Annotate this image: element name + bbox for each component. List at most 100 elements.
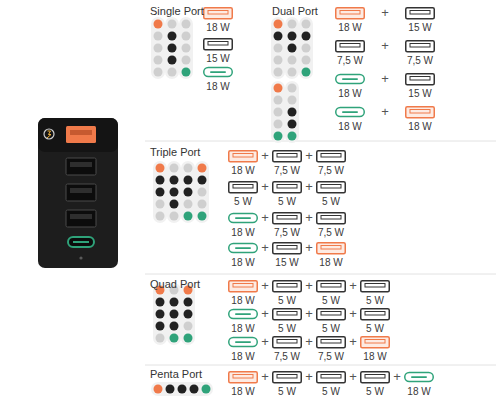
indicator-dot [274, 20, 283, 29]
usb-a-icon [361, 309, 390, 320]
indicator-dot [178, 385, 187, 394]
indicator-dot [274, 132, 283, 141]
icon-outline [229, 244, 258, 253]
icon-outline [229, 281, 258, 292]
indicator-dot [156, 322, 165, 331]
indicator-dot [170, 188, 179, 197]
icon-tongue [365, 375, 385, 379]
indicator-dot [198, 200, 207, 209]
icon-outline [317, 243, 346, 254]
icon-tongue [340, 11, 360, 15]
indicator-dot [184, 176, 193, 185]
icon-tongue [321, 246, 341, 250]
power-label: 7,5 W [398, 55, 442, 67]
indicator-dot [182, 44, 191, 53]
indicator-dot [198, 188, 207, 197]
usb-a-port [66, 184, 96, 201]
indicator-dot [202, 385, 211, 394]
indicator-dot [288, 68, 297, 77]
port-indicator [181, 283, 195, 345]
plus-sign: + [377, 71, 393, 87]
indicator-dot [156, 212, 165, 221]
icon-outline [204, 68, 233, 77]
plus-sign: + [301, 240, 317, 256]
indicator-pill [167, 161, 181, 223]
indicator-dot [288, 132, 297, 141]
icon-outline [204, 8, 233, 19]
indicator-dot [302, 68, 311, 77]
power-label: 18 W [221, 295, 265, 307]
plus-sign: + [301, 179, 317, 195]
usb-a-icon [406, 41, 435, 52]
charger-body [38, 118, 118, 268]
plus-sign: + [345, 334, 361, 350]
indicator-pill [153, 161, 167, 223]
usb-a-port [66, 158, 96, 175]
icon-tongue [210, 71, 226, 73]
icon-tongue [410, 110, 430, 114]
power-label: 7,5 W [309, 227, 353, 239]
icon-tongue [365, 284, 385, 288]
port-indicator [167, 283, 181, 345]
plus-sign: + [257, 240, 273, 256]
icon-tongue [342, 78, 358, 80]
qc-logo [44, 129, 54, 139]
icon-outline [406, 41, 435, 52]
indicator-dot [274, 84, 283, 93]
plus-sign: + [257, 306, 273, 322]
icon-outline [361, 281, 390, 292]
usb-a-icon [273, 151, 302, 162]
icon-tongue [321, 185, 341, 189]
indicator-dot [302, 20, 311, 29]
icon-outline [336, 41, 365, 52]
icon-outline [229, 338, 258, 347]
usb-a-icon [273, 281, 302, 292]
indicator-pill [151, 17, 165, 79]
port-indicator [151, 17, 165, 79]
usb-c-icon [336, 75, 365, 84]
indicator-dot [156, 188, 165, 197]
port-indicator [153, 283, 167, 345]
usb-a-icon [317, 243, 346, 254]
indicator-dot [166, 385, 175, 394]
icon-tongue [277, 185, 297, 189]
plus-sign: + [301, 210, 317, 226]
port-tongue [70, 130, 92, 135]
power-label: 5 W [309, 323, 353, 335]
port-tongue [70, 162, 92, 167]
icon-outline [273, 337, 302, 348]
usb-c-icon [229, 310, 258, 319]
indicator-dot [170, 164, 179, 173]
icon-tongue [277, 284, 297, 288]
indicator-pill [195, 161, 209, 223]
usb-a-icon [336, 8, 365, 19]
power-label: 5 W [265, 386, 309, 398]
led [79, 256, 82, 259]
power-label: 5 W [309, 196, 353, 208]
icon-outline [406, 74, 435, 85]
indicator-dot [170, 322, 179, 331]
indicator-pill [151, 382, 213, 396]
port-indicator [271, 81, 285, 143]
indicator-pill [179, 17, 193, 79]
usb-a-icon [336, 41, 365, 52]
usb-a-icon [406, 107, 435, 118]
icon-outline [273, 182, 302, 193]
indicator-dot [170, 176, 179, 185]
usb-a-icon [273, 337, 302, 348]
indicator-dot [156, 310, 165, 319]
indicator-dot [288, 44, 297, 53]
power-label: 18 W [398, 121, 442, 133]
indicator-dot [184, 334, 193, 343]
indicator-dot [182, 68, 191, 77]
indicator-dot [156, 334, 165, 343]
usb-a-icon [361, 281, 390, 292]
indicator-pill [271, 17, 285, 79]
icon-outline [317, 182, 346, 193]
power-label: 18 W [221, 386, 265, 398]
power-label: 15 W [196, 53, 240, 65]
power-label: 7,5 W [265, 351, 309, 363]
indicator-dot [184, 310, 193, 319]
plus-sign: + [301, 369, 317, 385]
power-label: 18 W [221, 351, 265, 363]
